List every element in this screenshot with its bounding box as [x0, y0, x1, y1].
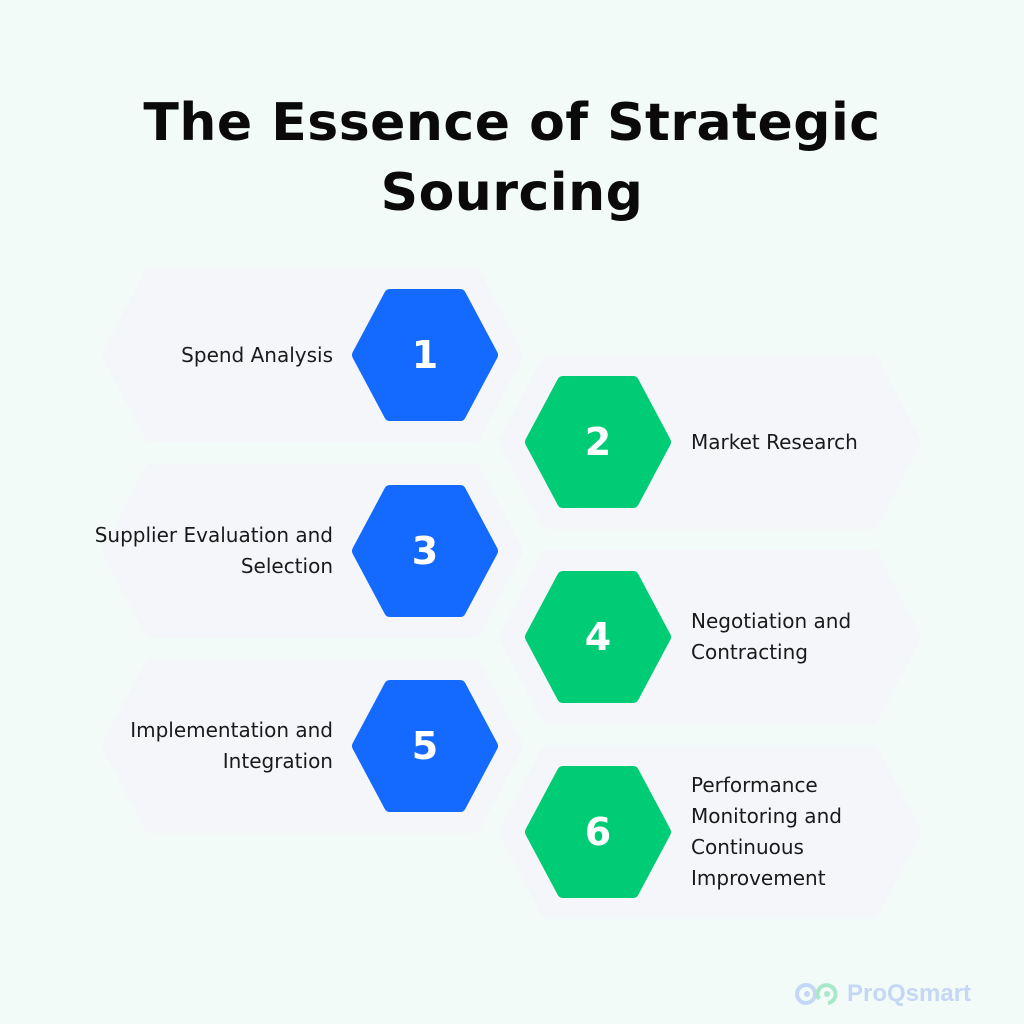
step-label-text: Spend Analysis — [181, 342, 333, 367]
step-label: Performance Monitoring and Continuous Im… — [691, 744, 931, 920]
step-number-hexagon — [352, 289, 498, 421]
step-2: 2 Market Research — [0, 354, 1024, 530]
logo: ProQsmart — [795, 980, 971, 1008]
step-number-hexagon — [525, 571, 671, 703]
step-label-text: Implementation and Integration — [130, 718, 333, 773]
step-label: Market Research — [691, 354, 931, 530]
step-number: 2 — [584, 420, 612, 464]
step-4: 4 Negotiation and Contracting — [0, 549, 1024, 725]
page-title: The Essence of Strategic Sourcing — [0, 88, 1024, 228]
step-label: Negotiation and Contracting — [691, 549, 931, 725]
step-6: 6 Performance Monitoring and Continuous … — [0, 744, 1024, 920]
step-number: 4 — [584, 615, 612, 659]
step-label: Implementation and Integration — [93, 658, 333, 834]
step-number: 3 — [411, 529, 439, 573]
step-number-hexagon — [352, 485, 498, 617]
step-label: Spend Analysis — [93, 267, 333, 443]
step-label: Supplier Evaluation and Selection — [93, 463, 333, 639]
step-1: 1 Spend Analysis — [0, 267, 1024, 443]
step-number-hexagon — [525, 376, 671, 508]
step-number-hexagon — [525, 766, 671, 898]
step-5: 5 Implementation and Integration — [0, 658, 1024, 834]
title-line-1: The Essence of Strategic — [143, 93, 881, 153]
step-label-text: Supplier Evaluation and Selection — [94, 523, 333, 578]
title-line-2: Sourcing — [380, 163, 644, 223]
step-label-text: Negotiation and Contracting — [691, 609, 852, 664]
logo-icon — [795, 983, 838, 1005]
step-label-text: Performance Monitoring and Continuous Im… — [691, 773, 842, 890]
step-3: 3 Supplier Evaluation and Selection — [0, 463, 1024, 639]
step-number: 1 — [411, 333, 439, 377]
step-label-text: Market Research — [691, 429, 858, 454]
logo-text: ProQsmart — [847, 980, 972, 1007]
step-number-hexagon — [352, 680, 498, 812]
step-number: 6 — [584, 810, 612, 854]
step-number: 5 — [411, 724, 439, 768]
